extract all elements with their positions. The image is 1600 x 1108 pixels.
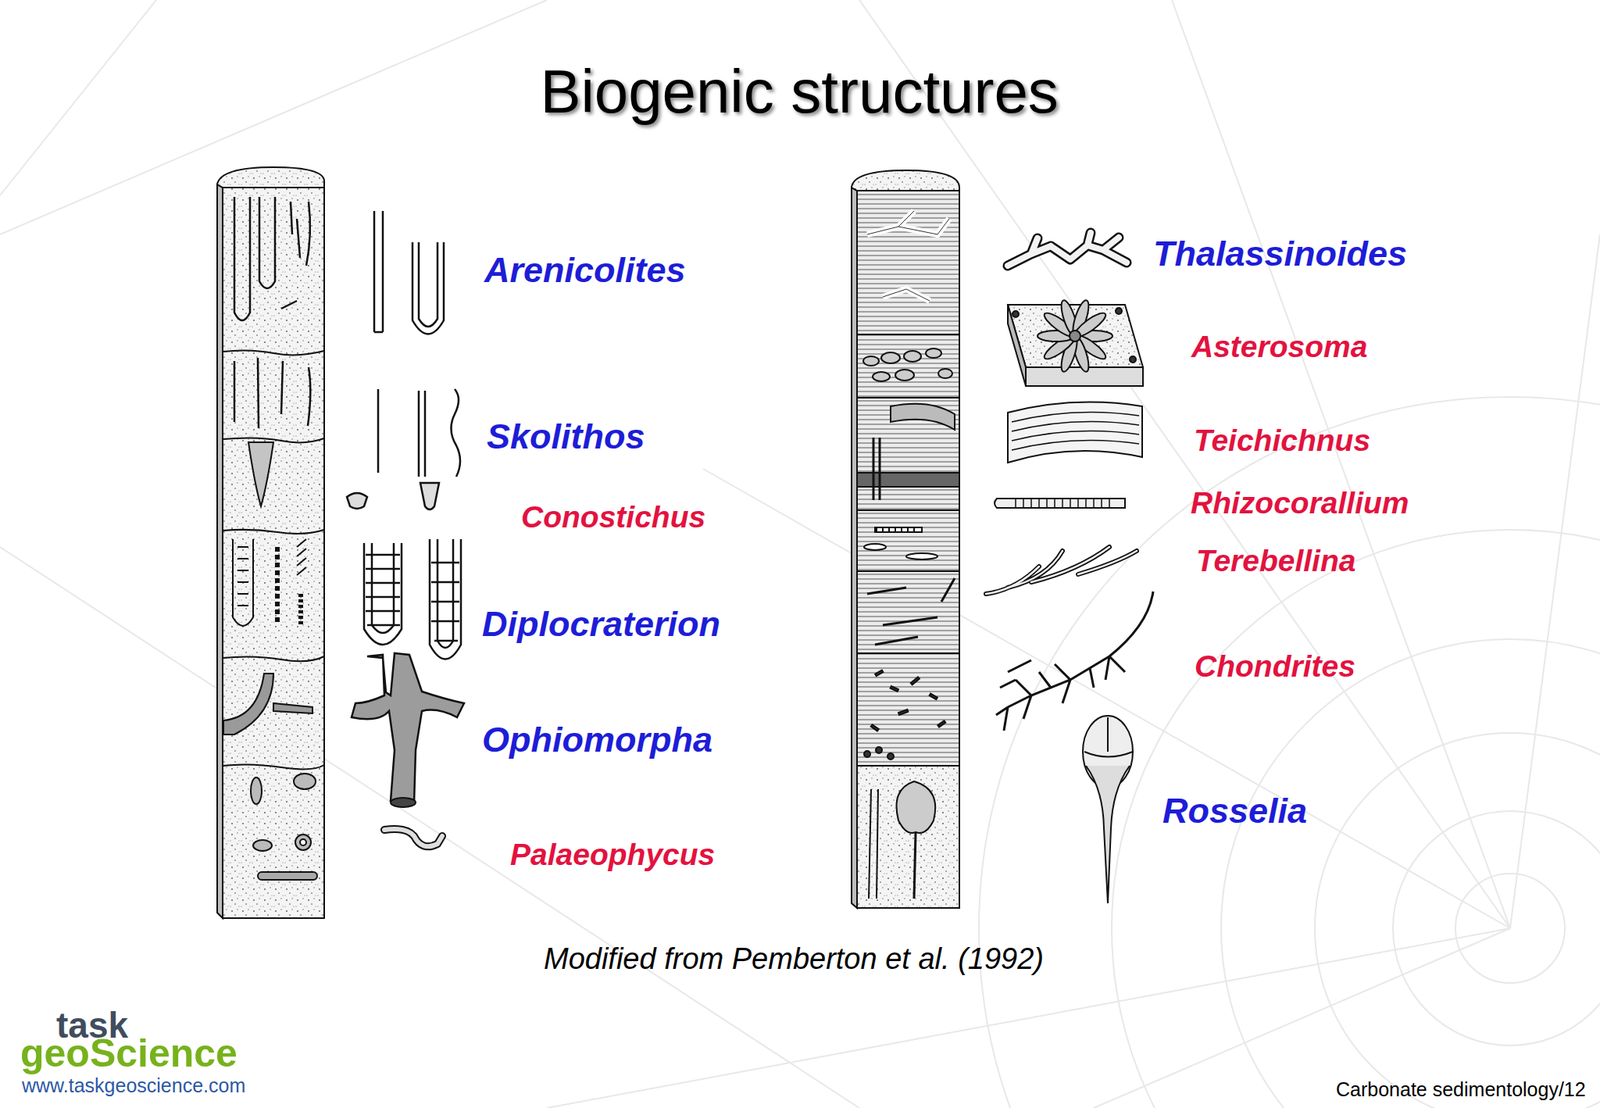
trace-fossil-name: Terebellina	[1196, 544, 1356, 579]
trace-fossil-name: Chondrites	[1194, 650, 1356, 684]
trace-fossil-name: Ophiomorpha	[482, 720, 713, 760]
trace-fossil-name: Rhizocorallium	[1190, 486, 1410, 521]
source-caption: Modified from Pemberton et al. (1992)	[543, 942, 1044, 976]
trace-fossil-name: Palaeophycus	[510, 838, 715, 872]
palaeophycus-icon	[384, 828, 443, 847]
left-trace-icons	[346, 210, 461, 660]
trace-fossil-name: Skolithos	[486, 417, 646, 457]
palaeophycus-icon	[384, 828, 443, 847]
trace-fossil-name: Asterosoma	[1191, 330, 1368, 365]
trace-fossil-name: Rosselia	[1162, 791, 1308, 831]
ophiomorpha-icon	[390, 797, 416, 808]
slide-title: Biogenic structures	[540, 58, 1059, 126]
right-core-column	[851, 170, 960, 908]
trace-fossil-name: Arenicolites	[484, 250, 686, 290]
trace-fossil-name: Thalassinoides	[1153, 234, 1408, 274]
trace-fossil-name: Diplocraterion	[482, 604, 721, 644]
left-core-column	[217, 167, 325, 918]
trace-fossil-name: Teichichnus	[1193, 424, 1371, 458]
slide-footer: Carbonate sedimentology/12	[1335, 1078, 1586, 1101]
logo-url: www.taskgeoscience.com	[21, 1075, 246, 1097]
trace-fossil-name: Conostichus	[521, 500, 706, 535]
right-trace-icons	[985, 232, 1154, 904]
ophiomorpha-icon	[351, 653, 465, 804]
logo-text: geoScience	[20, 1032, 238, 1075]
